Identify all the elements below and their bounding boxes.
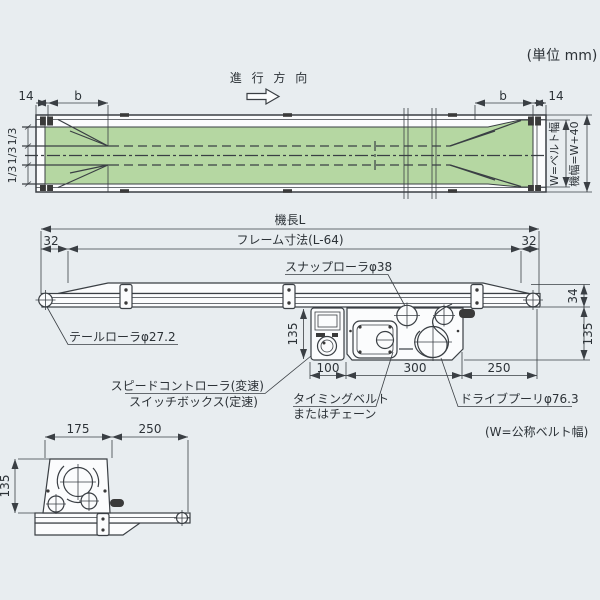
snap-roller-label: スナップローラφ38 [285, 260, 392, 274]
bearing-blocks [40, 116, 541, 191]
speed-knob-icon [316, 335, 338, 357]
dim-135: 135 [0, 475, 12, 498]
dim-right-32: 32 [521, 234, 536, 248]
snap-roller [394, 302, 420, 329]
detail-bracket [96, 512, 110, 537]
third-label-2: 1/3 [6, 147, 19, 165]
end-roller [523, 290, 543, 310]
timing-belt-label-2: またはチェーン [293, 407, 376, 421]
belt-width-label: W=ベルト幅 [548, 122, 561, 186]
dim-right-14: 14 [548, 89, 563, 103]
belt-surface [44, 119, 534, 188]
switch-box [310, 307, 345, 361]
dim-250: 250 [139, 422, 162, 436]
length-break-lines [403, 108, 437, 199]
direction-arrow-icon [246, 87, 281, 106]
speed-controller-label: スピードコントローラ(変速) [111, 378, 264, 393]
side-bottom-dimensions: 100 300 250 [309, 309, 538, 379]
machine-length-label: 機長L [275, 212, 306, 227]
detail-view: 175 250 135 [0, 422, 191, 537]
dim-right-b: b [499, 89, 507, 103]
top-dimensions: 14 b b 14 [18, 89, 564, 146]
detail-drive-pulley [56, 464, 100, 504]
third-label-3: 1/3 [6, 166, 19, 184]
side-view: 機長L フレーム寸法(L-64) 32 32 [35, 212, 595, 421]
dim-300: 300 [404, 361, 427, 375]
dim-right-135: 135 [581, 323, 595, 346]
frame-length-label: フレーム寸法(L-64) [236, 233, 343, 247]
detail-roller-1 [46, 494, 66, 514]
third-dimensions: 1/3 1/3 1/3 [6, 124, 32, 187]
dim-175: 175 [67, 422, 90, 436]
dim-right-34: 34 [566, 288, 580, 303]
drive-unit [346, 302, 475, 361]
belt-path-curve [414, 303, 453, 359]
detail-knob-icon [110, 499, 124, 507]
end-drive-box [42, 458, 124, 514]
callouts: テールローラφ27.2 スナップローラφ38 スピードコントローラ(変速) スイ… [46, 260, 579, 421]
side-vertical-dimensions: 135 34 135 [286, 284, 595, 361]
detail-frame-bar [34, 512, 191, 524]
timing-belt-label-1: タイミングベルト [293, 392, 389, 406]
drive-pulley [414, 303, 453, 361]
drive-pulley-label: ドライブプーリφ76.3 [460, 391, 579, 406]
nominal-belt-width-note: (W=公称ベルト幅) [485, 424, 588, 439]
detail-tail-roller [174, 510, 190, 526]
direction-label: 進 行 方 向 [230, 70, 310, 85]
detail-roller-2 [79, 491, 99, 511]
dim-left-135: 135 [286, 323, 300, 346]
detail-dimensions: 175 250 135 [0, 422, 189, 514]
motor [352, 320, 398, 359]
switch-box-label: スイッチボックス(定速) [129, 394, 258, 409]
tension-knob-icon [459, 309, 475, 318]
tail-roller-label: テールローラφ27.2 [69, 330, 176, 344]
mount-brackets [119, 283, 484, 310]
belt-taper-lines [57, 118, 522, 189]
frame-joint-ticks [120, 113, 457, 193]
third-label-1: 1/3 [6, 128, 19, 146]
length-dimensions: 機長L フレーム寸法(L-64) 32 32 [40, 212, 540, 294]
top-view: 進 行 方 向 [6, 70, 592, 199]
dim-left-14: 14 [18, 89, 33, 103]
belt-reference-lines [22, 126, 546, 192]
unit-note: (単位 mm) [527, 48, 598, 64]
return-housing [34, 522, 142, 536]
width-dimensions: W=ベルト幅 機幅=W+40 [537, 114, 592, 193]
machine-width-label: 機幅=W+40 [567, 121, 581, 186]
tail-roller [35, 290, 56, 310]
dim-left-32: 32 [43, 234, 58, 248]
dim-100: 100 [317, 361, 340, 375]
dim-250: 250 [488, 361, 511, 375]
dim-left-b: b [74, 89, 82, 103]
